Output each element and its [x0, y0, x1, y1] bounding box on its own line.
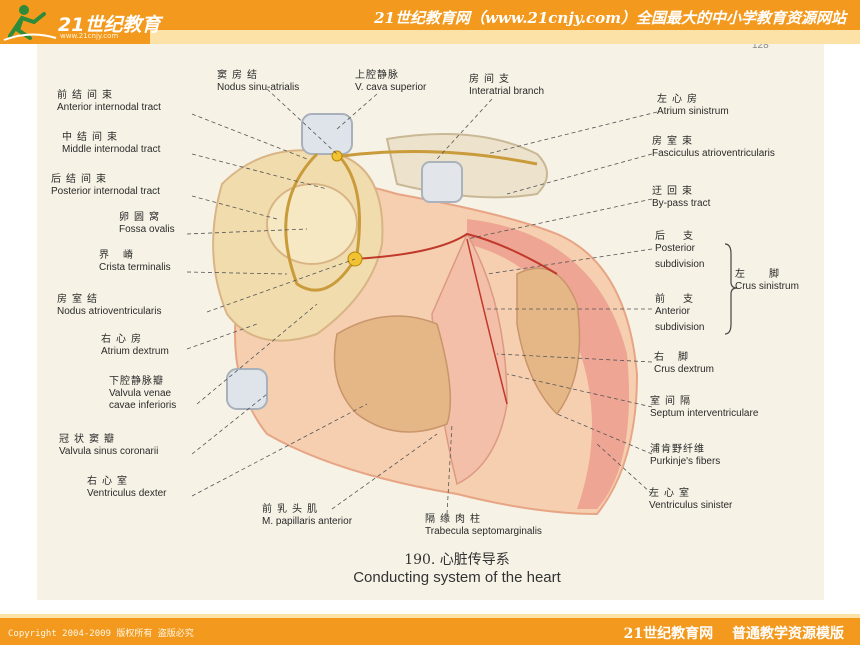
label-en: Atrium sinistrum — [657, 106, 729, 117]
label-nodus-sinu-atrialis: 窦房结 Nodus sinu-atrialis — [217, 70, 299, 94]
label-zh: 左心房 — [657, 94, 702, 105]
label-zh: 窦房结 — [217, 70, 262, 81]
label-en: Ventriculus dexter — [87, 488, 167, 499]
caption-english: Conducting system of the heart — [353, 569, 561, 586]
label-en: Valvula sinus coronarii — [59, 446, 159, 457]
page-number: 128 — [752, 44, 769, 51]
label-zh: 房间支 — [469, 74, 514, 85]
logo-text: 21世纪教育 — [58, 14, 161, 36]
label-fasciculus-av: 房室束 Fasciculus atrioventricularis — [652, 136, 775, 160]
header-title: 21世纪教育网（www.21cnjy.com）全国最大的中小学教育资源网站 — [374, 9, 846, 27]
label-ventriculus-dexter: 右心室 Ventriculus dexter — [87, 476, 167, 500]
label-atrium-sinistrum: 左心房 Atrium sinistrum — [657, 94, 729, 118]
label-en: subdivision — [655, 322, 705, 333]
label-en: Valvula venae — [109, 388, 172, 399]
label-anterior-subdivision: 前支 Anterior subdivision — [655, 294, 711, 334]
label-en: Anterior internodal tract — [57, 102, 161, 113]
label-atrium-dextrum: 右心房 Atrium dextrum — [101, 334, 169, 358]
label-bypass-tract: 迂回束 By-pass tract — [652, 186, 710, 210]
label-en: Nodus atrioventricularis — [57, 306, 162, 317]
label-fossa-ovalis: 卵圆窝 Fossa ovalis — [119, 212, 175, 236]
label-en: M. papillaris anterior — [262, 516, 353, 527]
label-en: subdivision — [655, 259, 705, 270]
label-purkinje-fibers: 浦肯野纤维 Purkinje's fibers — [650, 444, 720, 468]
label-nodus-av: 房室结 Nodus atrioventricularis — [57, 294, 162, 318]
label-zh: 下腔静脉瓣 — [109, 376, 164, 387]
label-crus-dextrum: 右脚 Crus dextrum — [654, 352, 714, 376]
label-zh: 隔缘肉柱 — [425, 514, 485, 525]
label-en: Ventriculus sinister — [649, 500, 733, 511]
label-zh: 左心室 — [649, 488, 694, 499]
label-crus-sinistrum: 左脚 Crus sinistrum — [735, 269, 803, 293]
label-en: By-pass tract — [652, 198, 711, 209]
label-anterior-internodal: 前结间束 Anterior internodal tract — [57, 90, 161, 114]
label-en: Middle internodal tract — [62, 144, 161, 155]
label-trabecula-septomarginalis: 隔缘肉柱 Trabecula septomarginalis — [425, 514, 542, 538]
site-logo[interactable]: 21世纪教育 www.21cnjy.com — [0, 0, 190, 44]
label-zh: 房室结 — [57, 294, 102, 305]
label-en: cavae inferioris — [109, 400, 177, 411]
label-zh: 迂回束 — [652, 186, 697, 197]
label-zh: 前乳头肌 — [262, 504, 322, 515]
caption-chinese: 190. 心脏传导系 — [404, 552, 510, 568]
label-zh: 房室束 — [652, 136, 697, 147]
label-zh: 上腔静脉 — [355, 70, 399, 81]
label-septum-interventriculare: 室间隔 Septum interventriculare — [650, 396, 758, 420]
label-en: Crus sinistrum — [735, 281, 799, 292]
label-zh: 浦肯野纤维 — [650, 444, 705, 455]
label-valvula-venae-cavae: 下腔静脉瓣 Valvula venae cavae inferioris — [109, 376, 176, 412]
label-interatrial-branch: 房间支 Interatrial branch — [469, 74, 544, 98]
label-en: Atrium dextrum — [101, 346, 169, 357]
label-en: Posterior — [655, 243, 696, 254]
label-zh: 室间隔 — [650, 396, 695, 407]
header-band — [150, 30, 860, 44]
label-zh: 前支 — [655, 294, 711, 305]
label-en: Nodus sinu-atrialis — [217, 82, 300, 93]
label-zh: 中结间束 — [62, 132, 122, 143]
label-zh: 冠状窦瓣 — [59, 434, 119, 445]
label-en: Septum interventriculare — [650, 408, 759, 419]
copyright-text: Copyright 2004-2009 版权所有 盗版必究 — [8, 629, 194, 639]
label-valvula-sinus-coronarii: 冠状窦瓣 Valvula sinus coronarii — [59, 434, 158, 458]
label-zh: 后结间束 — [51, 174, 111, 185]
label-middle-internodal: 中结间束 Middle internodal tract — [62, 132, 160, 156]
label-en: Purkinje's fibers — [650, 456, 721, 467]
label-m-papillaris-anterior: 前乳头肌 M. papillaris anterior — [262, 504, 352, 528]
label-crista-terminalis: 界嵴 Crista terminalis — [99, 250, 171, 274]
label-zh: 界嵴 — [99, 250, 147, 261]
footer-bar: Copyright 2004-2009 版权所有 盗版必究 21世纪教育网 普通… — [0, 618, 860, 645]
label-zh: 卵圆窝 — [119, 212, 164, 223]
label-en: Posterior internodal tract — [51, 186, 160, 197]
label-v-cava-superior: 上腔静脉 V. cava superior — [355, 70, 426, 94]
footer-site-name[interactable]: 21世纪教育网 普通教学资源模版 — [623, 626, 844, 642]
label-posterior-subdivision: 后支 Posterior subdivision — [655, 231, 711, 271]
heart-illustration — [186, 88, 738, 516]
label-ventriculus-sinister: 左心室 Ventriculus sinister — [649, 488, 732, 512]
label-zh: 后支 — [655, 231, 711, 242]
label-en: Crista terminalis — [99, 262, 171, 273]
label-en: V. cava superior — [355, 82, 427, 93]
label-en: Fasciculus atrioventricularis — [652, 148, 775, 159]
label-en: Interatrial branch — [469, 86, 545, 97]
label-en: Trabecula septomarginalis — [425, 526, 542, 537]
logo-url: www.21cnjy.com — [60, 32, 119, 40]
footer-divider — [0, 614, 860, 618]
label-zh: 右心房 — [101, 334, 146, 345]
runner-logo-icon — [3, 5, 57, 41]
label-posterior-internodal: 后结间束 Posterior internodal tract — [51, 174, 160, 198]
label-zh: 前结间束 — [57, 90, 117, 101]
label-en: Anterior — [655, 306, 691, 317]
label-en: Fossa ovalis — [119, 224, 175, 235]
heart-diagram: 128 窦房结 Nodus sinu-atrialis 上腔静脉 V. cava… — [37, 44, 824, 600]
label-en: Crus dextrum — [654, 364, 715, 375]
figure-caption: 190. 心脏传导系 Conducting system of the hear… — [307, 549, 607, 586]
label-zh: 右心室 — [87, 476, 132, 487]
header-bar: 21世纪教育 www.21cnjy.com 21世纪教育网（www.21cnjy… — [0, 0, 860, 44]
label-zh: 左脚 — [735, 269, 803, 280]
label-zh: 右脚 — [654, 352, 702, 363]
